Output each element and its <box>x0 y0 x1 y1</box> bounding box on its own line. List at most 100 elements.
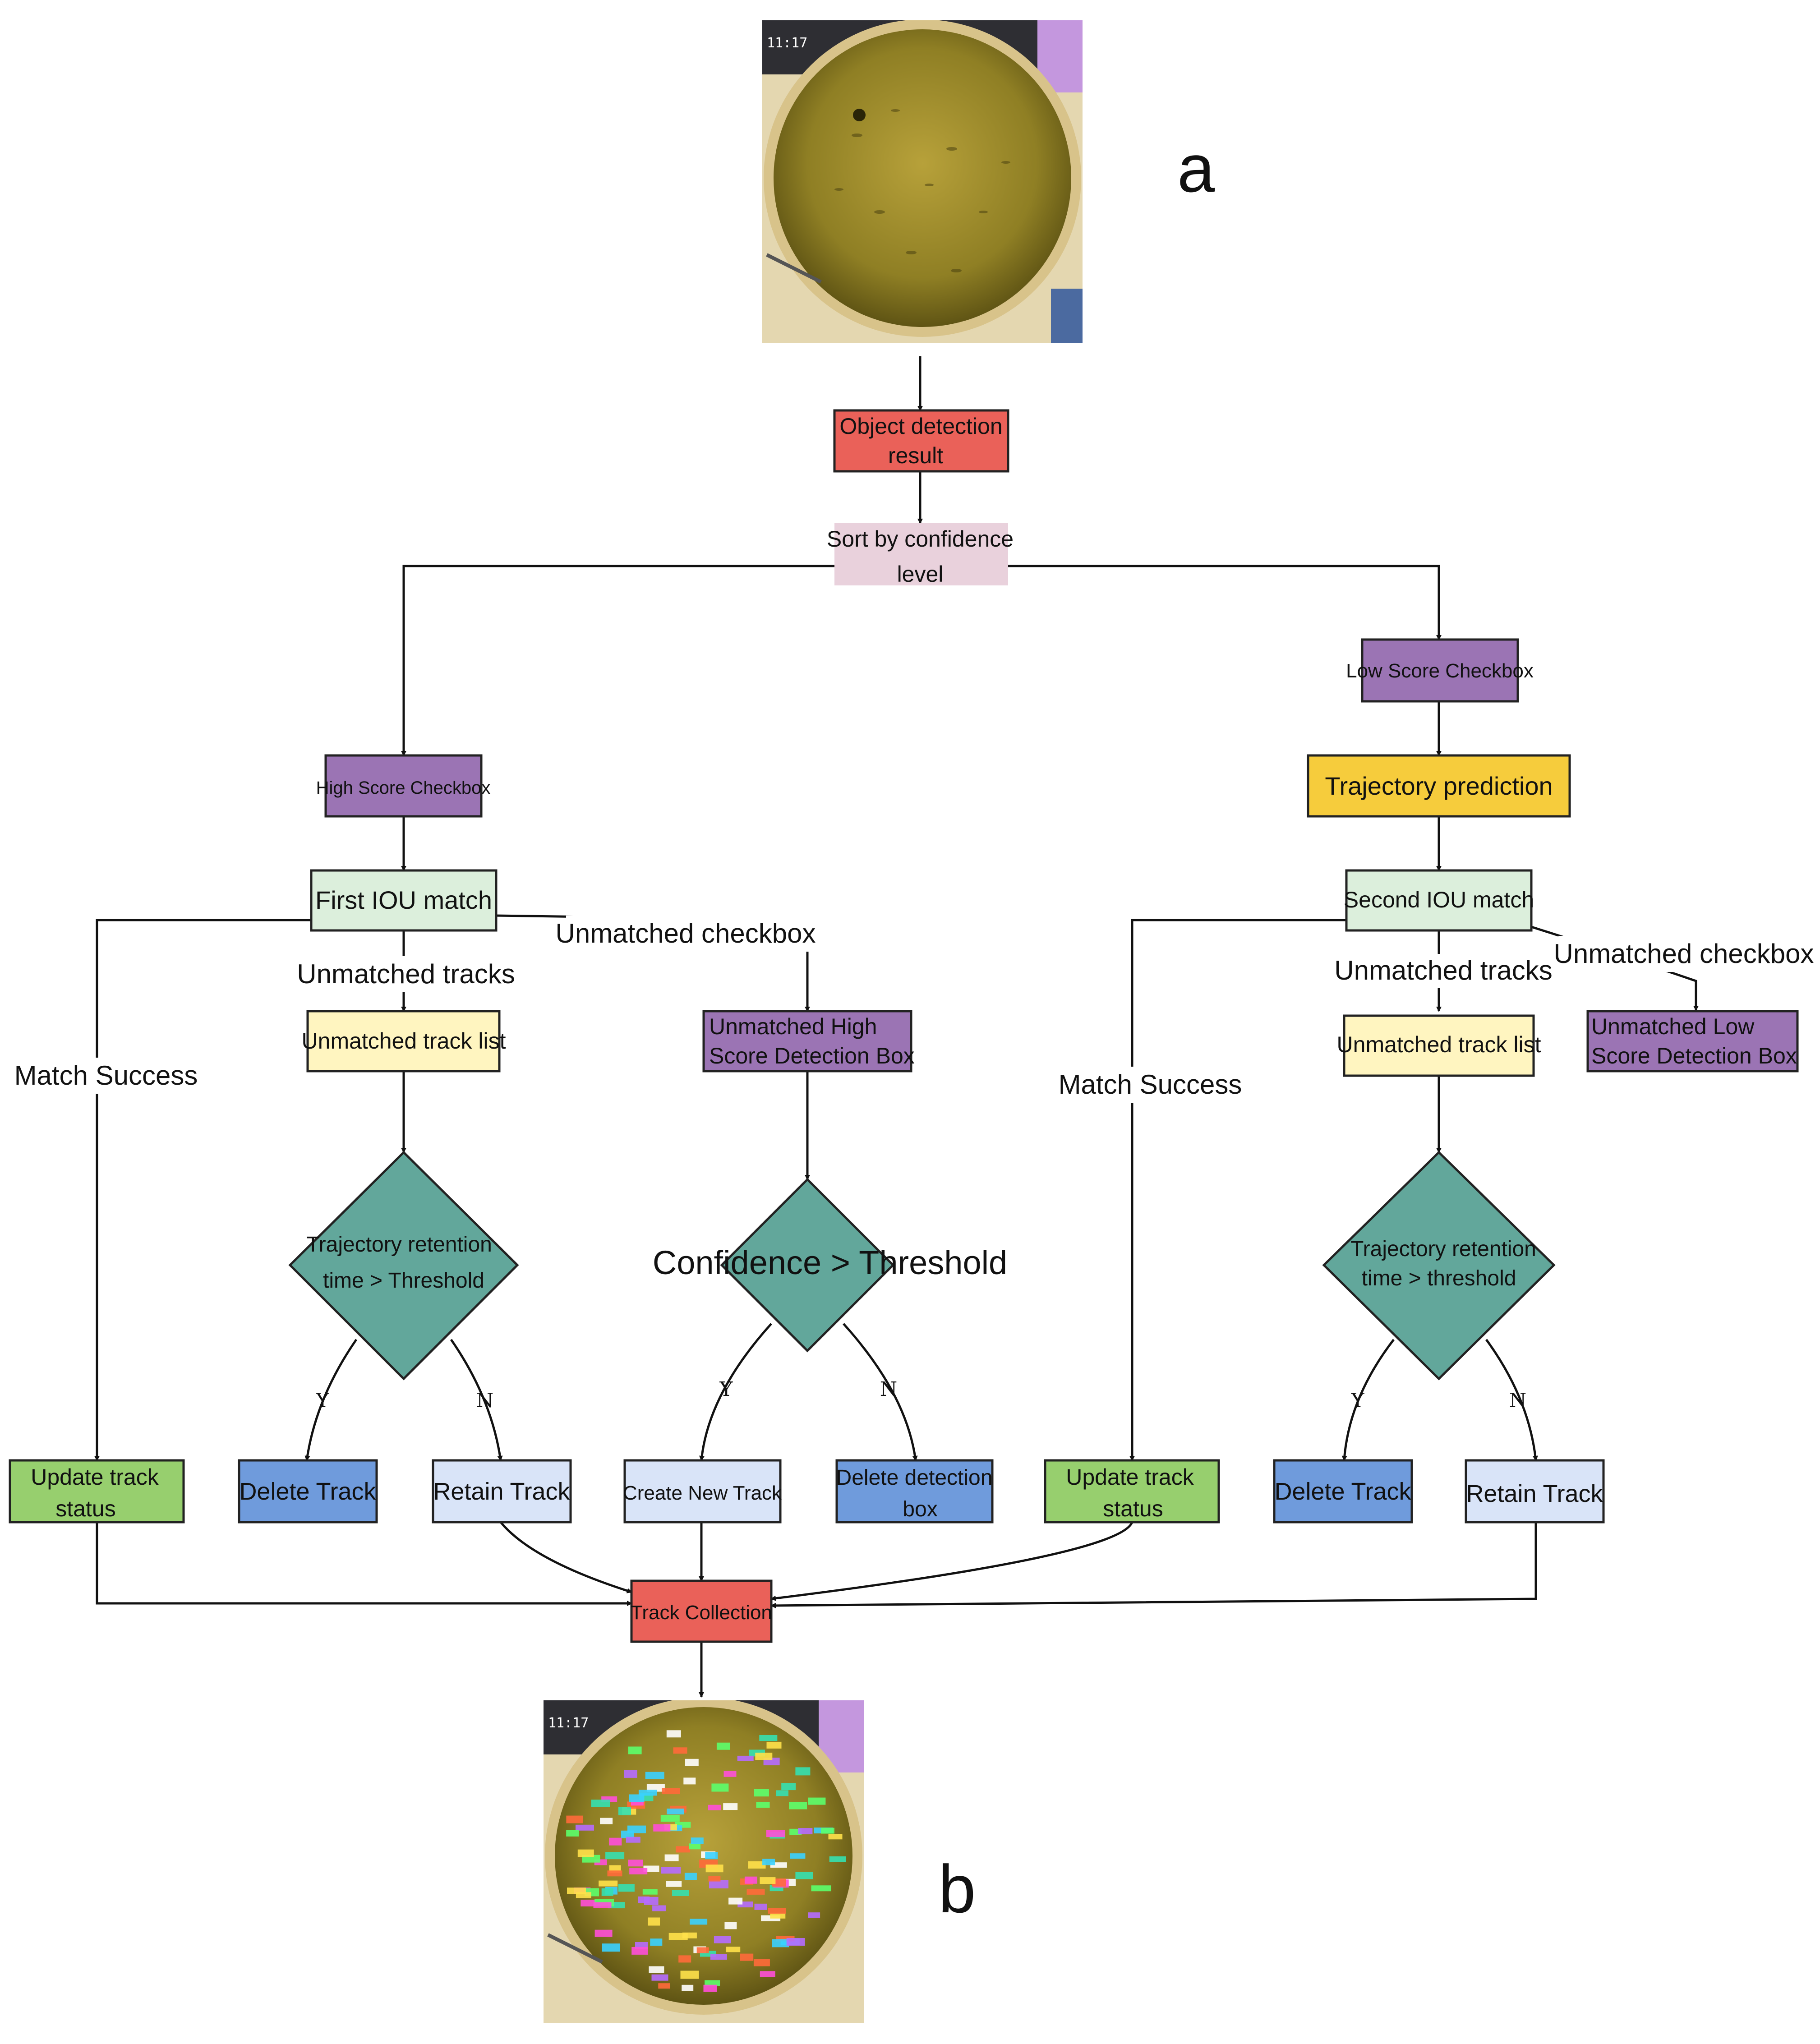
tracking-tag <box>664 1854 679 1861</box>
tracking-tag <box>594 1929 613 1937</box>
tracking-tag <box>649 1966 664 1973</box>
tracking-tag <box>714 1936 731 1943</box>
tracking-tag <box>828 1834 843 1840</box>
tracking-tag <box>667 1809 684 1814</box>
tracking-tag <box>680 1970 699 1979</box>
svg-text:Unmatched Low: Unmatched Low <box>1591 1014 1755 1039</box>
svg-text:Object detection: Object detection <box>839 414 1002 439</box>
tracking-tag <box>696 1947 709 1953</box>
tracking-tag <box>666 1730 681 1738</box>
tracking-tag <box>646 1784 665 1792</box>
edge-retain1-to-collection <box>500 1521 632 1593</box>
node-delete-track-1: Delete Track <box>238 1459 378 1524</box>
tracking-tag <box>661 1867 681 1874</box>
tracking-tag <box>705 1980 720 1986</box>
tracking-tag <box>728 1897 743 1905</box>
tracking-tag <box>746 1888 765 1895</box>
svg-text:Retain Track: Retain Track <box>433 1478 570 1505</box>
tracking-tag <box>737 1755 754 1761</box>
svg-text:Track Collection: Track Collection <box>631 1602 772 1624</box>
tracking-tag <box>744 1876 757 1884</box>
tracking-tag <box>708 1805 721 1810</box>
tracking-tag <box>820 1828 834 1834</box>
tracking-tag <box>576 1892 591 1898</box>
tracking-tag <box>766 1741 782 1749</box>
edge-update1-to-collection <box>96 1522 632 1606</box>
label-no-retention-2: N <box>1509 1389 1527 1412</box>
tracking-tag <box>593 1902 612 1908</box>
label-no-confidence: N <box>880 1378 898 1401</box>
node-unmatched-track-list-1: Unmatched track list <box>302 1010 506 1073</box>
tracking-tag <box>795 1767 811 1776</box>
tracking-tag <box>754 1789 769 1797</box>
tracking-tag <box>710 1954 727 1960</box>
tracking-tag <box>766 1830 785 1837</box>
svg-text:Second IOU match: Second IOU match <box>1344 887 1534 912</box>
tracking-tag <box>600 1818 613 1824</box>
node-decision-retention-1: Trajectory retention time > Threshold <box>288 1151 519 1381</box>
tracking-tag <box>666 1881 682 1887</box>
edge-retention1-yes <box>304 1339 358 1461</box>
tracking-tag <box>808 1797 826 1805</box>
svg-text:Score Detection Box: Score Detection Box <box>1591 1043 1797 1068</box>
tracking-tag <box>566 1815 583 1823</box>
svg-text:Unmatched track list: Unmatched track list <box>302 1028 506 1054</box>
node-decision-confidence: Confidence > Threshold <box>653 1178 1007 1353</box>
tracking-tag <box>682 1984 694 1991</box>
tracking-tag <box>576 1824 594 1831</box>
tracking-tag <box>673 1747 687 1754</box>
node-update-track-status-2: Update track status <box>1044 1459 1220 1524</box>
label-unmatched-tracks-2: Unmatched tracks <box>1334 955 1553 985</box>
tracking-tag <box>668 1933 688 1940</box>
node-high-score-checkbox: High Score Checkbox <box>316 754 491 818</box>
tracking-tag <box>776 1790 788 1796</box>
tracking-tag <box>629 1868 648 1874</box>
node-second-iou-match: Second IOU match <box>1344 869 1534 932</box>
photo-top-timestamp: 11:17 <box>767 35 807 51</box>
svg-text:Confidence > Threshold: Confidence > Threshold <box>653 1244 1007 1281</box>
node-update-track-status-1: Update track status <box>9 1459 185 1524</box>
node-low-score-checkbox: Low Score Checkbox <box>1346 638 1534 703</box>
node-decision-retention-2: Trajectory retention time > threshold <box>1322 1151 1556 1381</box>
tracking-tag <box>760 1877 776 1884</box>
svg-text:Delete Track: Delete Track <box>239 1478 376 1505</box>
node-delete-track-2: Delete Track <box>1273 1459 1413 1524</box>
node-retain-track-1: Retain Track <box>432 1459 572 1524</box>
tracking-tag <box>829 1856 846 1862</box>
node-track-collection: Track Collection <box>630 1579 773 1643</box>
node-retain-track-2: Retain Track <box>1465 1459 1605 1524</box>
node-unmatched-track-list-2: Unmatched track list <box>1337 1014 1541 1077</box>
tracking-tag <box>811 1885 831 1892</box>
fish-specks <box>834 109 1010 272</box>
tracking-tag <box>753 1959 770 1966</box>
tracking-tag <box>650 1938 663 1946</box>
tracking-tag <box>762 1859 775 1865</box>
edge-update2-to-collection <box>770 1521 1133 1601</box>
svg-text:time > threshold: time > threshold <box>1362 1266 1516 1290</box>
tracking-tag <box>808 1912 820 1918</box>
label-unmatched-checkbox-2: Unmatched checkbox <box>1554 939 1814 969</box>
svg-text:Create New Track: Create New Track <box>623 1482 782 1504</box>
svg-text:Sort by confidence: Sort by confidence <box>827 526 1014 552</box>
tracking-tag <box>672 1890 689 1896</box>
svg-text:High Score Checkbox: High Score Checkbox <box>316 778 491 798</box>
tracking-tag <box>581 1900 596 1906</box>
tracking-tag <box>716 1742 730 1750</box>
edge-retention2-no <box>1485 1339 1538 1461</box>
edge-sort-to-high <box>401 565 834 756</box>
svg-text:Update track: Update track <box>31 1464 159 1490</box>
tracking-tag <box>618 1884 635 1892</box>
svg-text:Delete Track: Delete Track <box>1274 1478 1411 1505</box>
tracking-tag <box>638 1790 657 1796</box>
edge-retention1-no <box>450 1339 503 1461</box>
label-yes-retention-2: Y <box>1350 1389 1364 1412</box>
tracking-tag <box>748 1861 766 1869</box>
node-first-iou-match: First IOU match <box>310 869 498 932</box>
tracking-tag <box>566 1830 579 1837</box>
svg-text:status: status <box>55 1496 115 1521</box>
label-match-success-1: Match Success <box>14 1060 198 1091</box>
tracking-tag <box>689 1843 701 1850</box>
node-create-new-track: Create New Track <box>623 1459 782 1524</box>
node-unmatched-low-score-box: Unmatched Low Score Detection Box <box>1586 1010 1799 1073</box>
node-object-detection-result: Object detection result <box>833 409 1009 473</box>
